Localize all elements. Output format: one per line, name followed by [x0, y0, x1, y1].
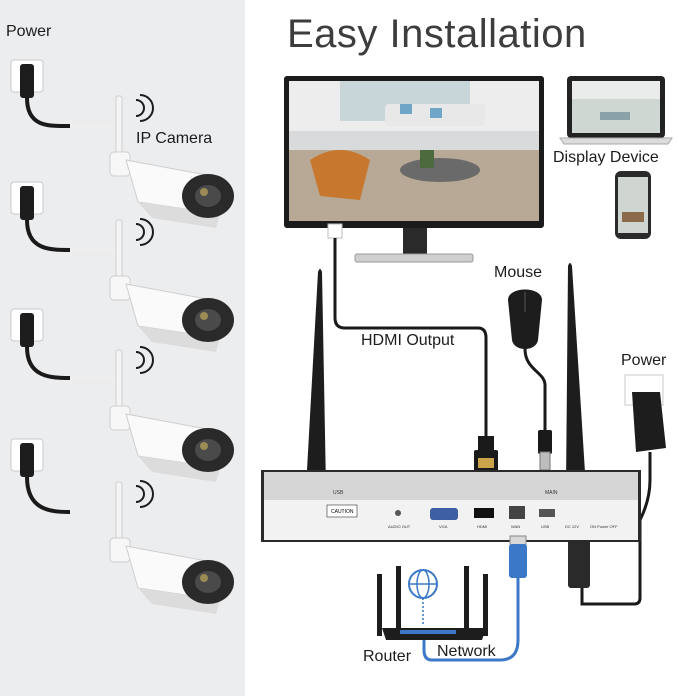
nvr-caution-label: CAUTION — [331, 509, 354, 515]
mouse-label: Mouse — [494, 264, 543, 281]
network-label: Network — [437, 643, 496, 660]
power-label-left: Power — [6, 23, 52, 40]
ip-camera-icon — [109, 349, 235, 483]
camera-group-1 — [10, 59, 235, 229]
phone-icon — [615, 171, 651, 239]
camera-group-3 — [10, 308, 235, 483]
display-device-label: Display Device — [553, 149, 659, 166]
camera-group-2 — [10, 181, 235, 353]
power-outlet-icon — [10, 438, 44, 478]
wifi-signal-icon — [135, 94, 154, 122]
nvr-vga-label: VGA — [439, 524, 448, 529]
power-outlet-icon — [10, 308, 44, 348]
nvr-recorder: USB MAIN CAUTION AUDIO OUT VGA HDMI WAN … — [261, 470, 641, 542]
dc-plug-icon — [568, 532, 590, 588]
nvr-usb-top-label: USB — [333, 490, 344, 496]
ip-camera-label: IP Camera — [136, 130, 213, 147]
ip-camera-icon — [109, 219, 235, 353]
nvr-usb-port-label: USB — [541, 524, 550, 529]
globe-icon — [408, 569, 438, 626]
page-title: Easy Installation — [287, 12, 587, 56]
hdmi-plug-icon — [474, 436, 498, 472]
camera-group-4 — [10, 438, 235, 615]
mouse-icon — [508, 289, 552, 471]
power-outlet-icon — [624, 374, 666, 452]
power-outlet-icon — [10, 181, 44, 221]
nvr-audio-label: AUDIO OUT — [388, 524, 411, 529]
nvr-wan-label: WAN — [511, 524, 520, 529]
ip-camera-icon — [109, 95, 235, 229]
antenna-icon — [562, 263, 588, 494]
wifi-signal-icon — [135, 346, 154, 374]
nvr-main-label: MAIN — [545, 490, 558, 496]
power-label-right: Power — [621, 352, 667, 369]
antenna-icon — [303, 269, 329, 494]
nvr-hdmi-label: HDMI — [477, 524, 487, 529]
network-cable — [422, 535, 527, 662]
router-icon — [377, 566, 488, 640]
router-label: Router — [363, 648, 412, 665]
ip-camera-icon — [109, 481, 235, 615]
nvr-dc-label: DC 12V — [565, 524, 579, 529]
monitor-icon — [284, 76, 544, 263]
laptop-icon — [559, 76, 673, 145]
nvr-switch-label: ON Power OFF — [590, 524, 618, 529]
wifi-signal-icon — [135, 218, 154, 246]
power-outlet-icon — [10, 59, 44, 99]
wifi-signal-icon — [135, 480, 154, 508]
hdmi-output-label: HDMI Output — [361, 332, 455, 349]
